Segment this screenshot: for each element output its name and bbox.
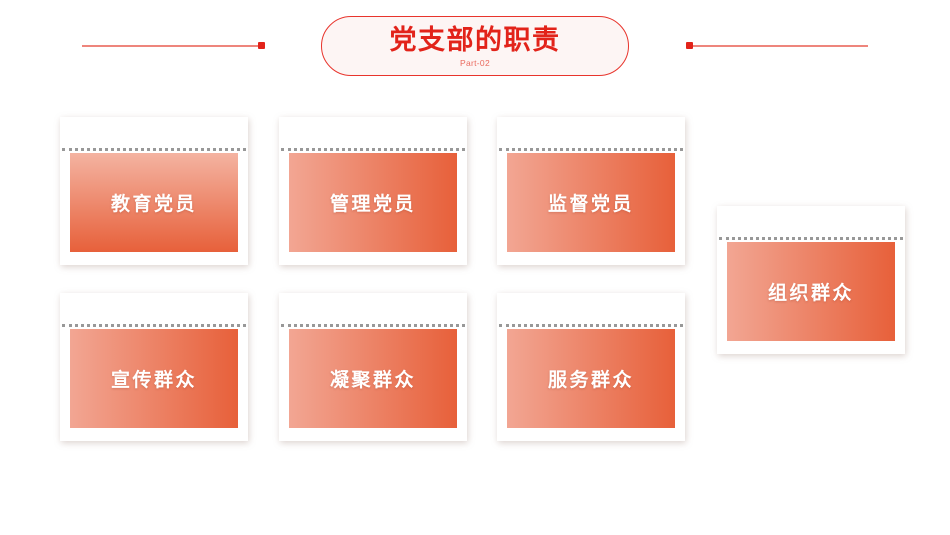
perforation-line [62,324,246,327]
duty-card-panel: 教育党员 [70,153,238,252]
duty-card[interactable]: 管理党员 [279,117,467,265]
ticket-zigzag-edge [497,257,685,265]
ticket-zigzag-edge [279,433,467,441]
duty-card[interactable]: 监督党员 [497,117,685,265]
duty-card[interactable]: 凝聚群众 [279,293,467,441]
perforation-line [281,324,465,327]
header-decoration-line-left [82,45,260,47]
duty-card-panel: 组织群众 [727,242,895,341]
section-title-pill: 党支部的职责 Part-02 [321,16,629,76]
duty-card-label: 教育党员 [110,194,197,215]
duty-card-label: 凝聚群众 [329,370,416,391]
duty-card-label: 管理党员 [329,194,416,215]
header-decoration-line-right [690,45,868,47]
ticket-zigzag-edge [279,257,467,265]
duty-card[interactable]: 宣传群众 [60,293,248,441]
duty-card-panel: 管理党员 [289,153,457,252]
ticket-zigzag-edge [497,433,685,441]
duty-card-panel: 宣传群众 [70,329,238,428]
perforation-line [499,148,683,151]
duty-card-label: 宣传群众 [110,370,197,391]
perforation-line [499,324,683,327]
duty-card-panel: 服务群众 [507,329,675,428]
ticket-zigzag-edge [717,346,905,354]
duty-card[interactable]: 组织群众 [717,206,905,354]
header-decoration-dot-right [686,41,693,49]
header-decoration-dot-left [258,41,265,49]
ticket-zigzag-edge [60,257,248,265]
perforation-line [281,148,465,151]
duty-card-label: 服务群众 [547,370,634,391]
ticket-zigzag-edge [60,433,248,441]
duty-card[interactable]: 教育党员 [60,117,248,265]
page-subtitle: Part-02 [460,57,490,68]
perforation-line [62,148,246,151]
slide-header: 党支部的职责 Part-02 [0,0,950,95]
duty-card-panel: 监督党员 [507,153,675,252]
duty-card-label: 组织群众 [767,283,854,304]
duty-card-panel: 凝聚群众 [289,329,457,428]
duty-card[interactable]: 服务群众 [497,293,685,441]
page-title: 党支部的职责 [389,24,561,55]
duty-card-label: 监督党员 [547,194,634,215]
perforation-line [719,237,903,240]
